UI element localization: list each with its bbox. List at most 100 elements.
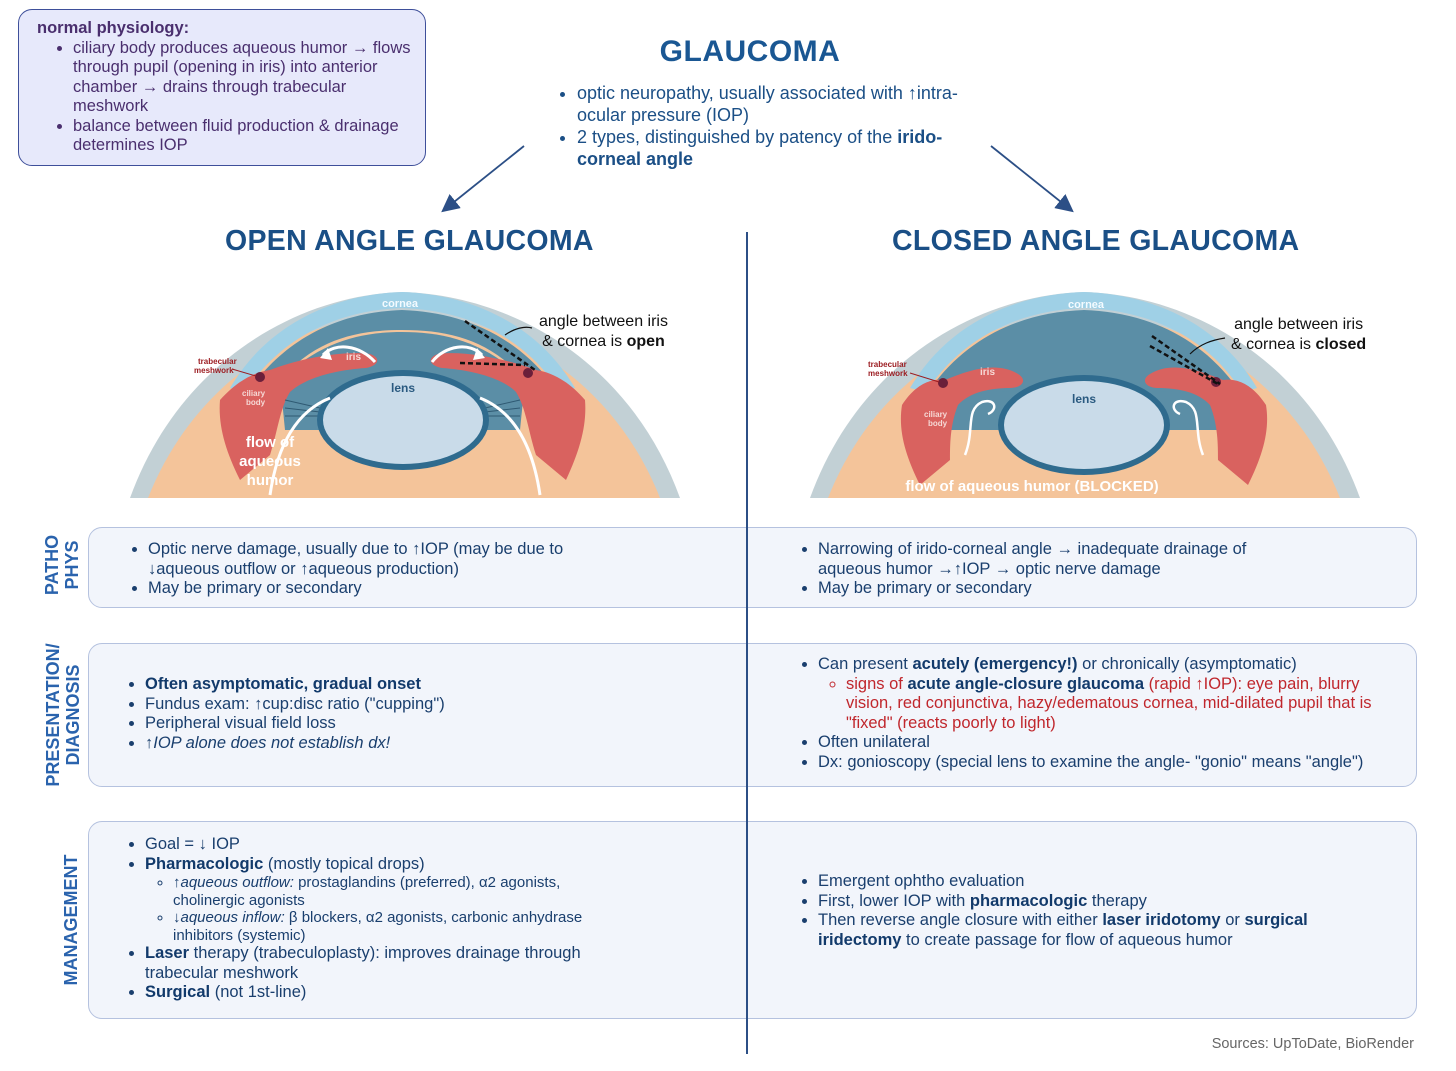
row-label-line: PATHO [42, 534, 62, 596]
trabecular-pointer [909, 372, 940, 383]
list-item: Often unilateral [818, 733, 1388, 753]
list-item: optic neuropathy, usually associated wit… [577, 82, 985, 126]
item-italic-text: ↓aqueous inflow: [173, 909, 285, 926]
blocked-flow-label: flow of aqueous humor (BLOCKED) [905, 478, 1158, 495]
open-pathophys: Optic nerve damage, usually due to ↑IOP … [128, 540, 598, 599]
closed-presentation: Can present acutely (emergency!) or chro… [798, 655, 1388, 772]
normal-physiology-box: normal physiology: ciliary body produces… [18, 9, 426, 166]
item-text: (not 1st-line) [210, 983, 307, 1001]
iris-right [1144, 367, 1268, 485]
item-text: (mostly topical drops) [263, 854, 425, 873]
trabecular-pointer [231, 368, 257, 377]
flow-arrow-right [479, 396, 542, 496]
lens-label: lens [391, 381, 415, 395]
list-item: signs of acute angle-closure glaucoma (r… [846, 675, 1388, 734]
ciliary-label-2: body [246, 398, 266, 407]
annotation-line: angle between iris [539, 313, 668, 330]
list-item: Often asymptomatic, gradual onset [145, 675, 685, 695]
arrow-left [441, 145, 525, 213]
item-italic-text: ↑aqueous outflow: [173, 874, 294, 891]
lens [323, 376, 483, 464]
open-angle-eye-diagram: cornea iris ciliary body trabecular mesh… [130, 292, 680, 498]
item-text: or [1220, 911, 1245, 929]
item-bold-text: irido-corneal angle [577, 127, 943, 169]
cornea [230, 292, 575, 392]
trabecular-label-2: meshwork [868, 369, 908, 378]
list-item: Can present acutely (emergency!) or chro… [818, 655, 1388, 733]
list-item: Dx: gonioscopy (special lens to examine … [818, 753, 1388, 773]
list-item: Then reverse angle closure with either l… [818, 911, 1338, 950]
item-text: prostaglandins (preferred), α2 agonists,… [173, 874, 561, 909]
lens [1004, 381, 1164, 469]
angle-dashed-line-iris [1149, 344, 1219, 386]
list-item: Optic nerve damage, usually due to ↑IOP … [148, 540, 598, 579]
open-angle-title: OPEN ANGLE GLAUCOMA [225, 225, 594, 257]
iris-left [900, 367, 1024, 485]
item-bold-text: Pharmacologic [145, 854, 264, 873]
closed-angle-annotation: angle between iris & cornea is closed [1231, 315, 1366, 355]
item-text: Can present [818, 655, 913, 673]
flow-label-1: flow of [246, 434, 295, 451]
list-item: Pharmacologic (mostly topical drops) ↑aq… [145, 855, 615, 945]
annotation-text: & cornea is [1231, 336, 1316, 353]
item-text: therapy [1087, 891, 1147, 910]
normal-physiology-list: ciliary body produces aqueous humor → fl… [37, 39, 415, 156]
row-label-line: DIAGNOSIS [63, 664, 83, 766]
row-label-line: PRESENTATION/ [43, 643, 63, 787]
ciliary-label-1: ciliary [242, 389, 266, 398]
flow-arrowhead [473, 348, 485, 360]
open-presentation: Often asymptomatic, gradual onset Fundus… [125, 675, 685, 753]
angle-dashed-line-cornea [464, 319, 536, 372]
row-label-presentation: PRESENTATION/ DIAGNOSIS [43, 630, 83, 800]
item-text: (rapid ↑IOP): eye pain, blurry vision, r… [846, 674, 1372, 732]
iris-right [430, 353, 586, 480]
item-bold-text: acute angle-closure glaucoma [907, 674, 1145, 693]
trabecular-label-1: trabecular [868, 360, 907, 369]
list-item: Peripheral visual field loss [145, 714, 685, 734]
ciliary-label-2: body [928, 419, 948, 428]
trabecular-meshwork-left [938, 378, 948, 388]
cornea-label: cornea [1068, 299, 1105, 311]
page-title: GLAUCOMA [659, 35, 841, 68]
list-item: ↓aqueous inflow: β blockers, α2 agonists… [173, 909, 615, 944]
flow-arrowhead [320, 348, 332, 360]
annotation-line: & cornea is closed [1231, 335, 1366, 355]
open-angle-annotation: angle between iris & cornea is open [539, 312, 668, 352]
item-bold-text: Surgical [145, 983, 211, 1001]
item-text: to create passage for flow of aqueous hu… [901, 930, 1233, 949]
cornea-label: cornea [382, 298, 419, 310]
list-item: Narrowing of irido-corneal angle → inade… [818, 540, 1278, 579]
row-label-pathophys: PATHO PHYS [42, 523, 82, 607]
item-bold-text: Laser [145, 944, 190, 962]
iris-label: iris [980, 367, 995, 378]
pathophys-row [88, 527, 1417, 608]
item-text: or chronically (asymptomatic) [1077, 655, 1297, 673]
trabecular-meshwork-left [255, 372, 265, 382]
angle-dashed-line-iris [459, 361, 526, 367]
angle-pointer [504, 326, 533, 336]
annotation-line: angle between iris [1234, 316, 1364, 333]
closed-management: Emergent ophtho evaluation First, lower … [798, 872, 1338, 950]
annotation-text: & cornea is [542, 333, 627, 350]
flow-arrow-left [268, 396, 331, 496]
row-label-management: MANAGEMENT [61, 854, 81, 986]
row-label-line: PHYS [62, 540, 82, 590]
item-text: β blockers, α2 agonists, carbonic anhydr… [173, 909, 583, 944]
list-item: Emergent ophtho evaluation [818, 872, 1338, 892]
sources-credit: Sources: UpToDate, BioRender [1211, 1036, 1414, 1052]
list-item: ↑aqueous outflow: prostaglandins (prefer… [173, 874, 615, 909]
list-item: ciliary body produces aqueous humor → fl… [73, 39, 415, 117]
iris-label: iris [346, 352, 361, 363]
trabecular-meshwork-right [523, 368, 533, 378]
glaucoma-definition-list: optic neuropathy, usually associated wit… [555, 82, 985, 170]
item-bold-text: Often asymptomatic, gradual onset [145, 675, 421, 693]
list-item: Laser therapy (trabeculoplasty): improve… [145, 944, 615, 983]
closed-angle-title: CLOSED ANGLE GLAUCOMA [892, 225, 1300, 257]
list-item: balance between fluid production & drain… [73, 117, 415, 156]
list-item: Fundus exam: ↑cup:disc ratio ("cupping") [145, 695, 685, 715]
item-bold-text: acutely (emergency!) [912, 655, 1078, 673]
item-italic-text: ↑IOP alone does not establish dx! [145, 733, 391, 752]
lens-label: lens [1072, 392, 1096, 406]
annotation-bold: closed [1315, 336, 1367, 353]
normal-physiology-title: normal physiology: [37, 19, 190, 37]
